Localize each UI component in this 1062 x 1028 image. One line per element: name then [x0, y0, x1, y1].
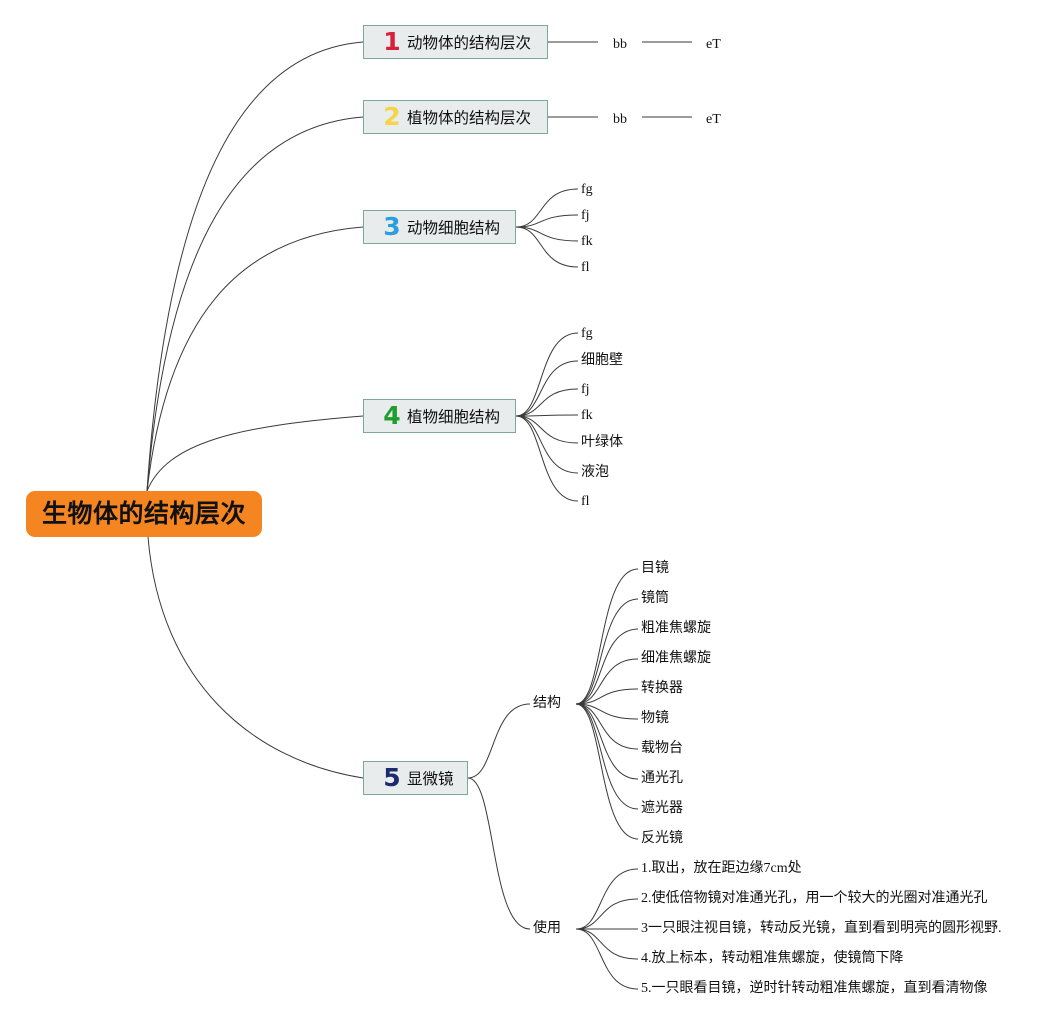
branch-5-label: 显微镜	[407, 770, 454, 788]
structure-item[interactable]: 遮光器	[641, 801, 683, 816]
branch-4-child[interactable]: fl	[581, 494, 590, 509]
number-3-icon: 3	[383, 212, 401, 241]
branch-1[interactable]: 1 动物体的结构层次	[363, 25, 548, 59]
structure-item[interactable]: 载物台	[641, 741, 683, 756]
branch-4-child[interactable]: fk	[581, 408, 593, 423]
root-link-4	[146, 415, 364, 492]
usage-step[interactable]: 5.一只眼看目镜，逆时针转动粗准焦螺旋，直到看清物像	[641, 981, 988, 996]
branch-3-child-link	[515, 226, 579, 268]
number-1-icon: 1	[383, 27, 401, 56]
branch-3-child[interactable]: fl	[581, 260, 590, 275]
branch-2-child[interactable]: bb	[613, 112, 627, 127]
branch-3-child-link	[515, 188, 579, 228]
number-5-icon: 5	[383, 763, 401, 792]
usage-link	[575, 928, 639, 960]
number-4-icon: 4	[383, 401, 401, 430]
branch-4[interactable]: 4 植物细胞结构	[363, 399, 516, 433]
branch-4-child[interactable]: 细胞壁	[581, 353, 623, 368]
branch-1-grandchild[interactable]: eT	[706, 37, 721, 52]
structure-link	[575, 568, 639, 705]
structure-item[interactable]: 细准焦螺旋	[641, 651, 711, 666]
structure-item[interactable]: 转换器	[641, 681, 683, 696]
structure-link	[575, 658, 639, 705]
usage-step[interactable]: 4.放上标本，转动粗准焦螺旋，使镜筒下降	[641, 951, 904, 966]
sub-topic-structure[interactable]: 结构	[533, 696, 561, 711]
branch-3-child[interactable]: fj	[581, 208, 590, 223]
structure-link	[575, 703, 639, 750]
branch-4-child[interactable]: fg	[581, 326, 593, 341]
root-link-3	[146, 226, 364, 492]
branch-5-sub-link	[467, 777, 531, 930]
branch-4-child-link	[515, 332, 579, 417]
branch-5-sub-link	[467, 703, 531, 779]
branch-2-label: 植物体的结构层次	[407, 109, 532, 127]
branch-3[interactable]: 3 动物细胞结构	[363, 210, 516, 244]
structure-link	[575, 703, 639, 840]
usage-step[interactable]: 1.取出，放在距边缘7cm处	[641, 861, 802, 876]
usage-link	[575, 898, 639, 930]
structure-link	[575, 703, 639, 720]
structure-item[interactable]: 粗准焦螺旋	[641, 621, 711, 636]
branch-4-child-link	[515, 415, 579, 502]
branch-4-child-link	[515, 414, 579, 417]
usage-link	[575, 928, 639, 990]
root-link-5	[147, 536, 364, 779]
branch-3-child-link	[515, 214, 579, 228]
branch-4-child[interactable]: fj	[581, 382, 590, 397]
branch-4-child[interactable]: 叶绿体	[581, 435, 623, 450]
branch-3-child[interactable]: fk	[581, 234, 593, 249]
branch-5[interactable]: 5 显微镜	[363, 761, 468, 795]
branch-4-child-link	[515, 360, 579, 417]
branch-3-child[interactable]: fg	[581, 182, 593, 197]
branch-4-child-link	[515, 415, 579, 474]
structure-item[interactable]: 目镜	[641, 561, 669, 576]
structure-item[interactable]: 反光镜	[641, 831, 683, 846]
structure-link	[575, 703, 639, 810]
root-link-2	[146, 116, 364, 492]
branch-4-child-link	[515, 415, 579, 444]
structure-item[interactable]: 镜筒	[641, 591, 669, 606]
structure-link	[575, 598, 639, 705]
branch-2-grandchild[interactable]: eT	[706, 112, 721, 127]
branch-4-label: 植物细胞结构	[407, 408, 501, 426]
root-link-1	[146, 41, 364, 492]
branch-2[interactable]: 2 植物体的结构层次	[363, 100, 548, 134]
branch-1-child[interactable]: bb	[613, 37, 627, 52]
structure-item[interactable]: 物镜	[641, 711, 669, 726]
structure-item[interactable]: 通光孔	[641, 771, 683, 786]
branch-1-label: 动物体的结构层次	[407, 34, 532, 52]
structure-link	[575, 688, 639, 705]
branch-3-label: 动物细胞结构	[407, 219, 501, 237]
branch-4-child-link	[515, 388, 579, 417]
branch-4-child[interactable]: 液泡	[581, 465, 609, 480]
number-2-icon: 2	[383, 102, 401, 131]
usage-step[interactable]: 3一只眼注视目镜，转动反光镜，直到看到明亮的圆形视野.	[641, 921, 1002, 936]
usage-link	[575, 868, 639, 930]
root-topic[interactable]: 生物体的结构层次	[26, 491, 262, 537]
sub-topic-usage[interactable]: 使用	[533, 921, 561, 936]
structure-link	[575, 703, 639, 780]
branch-3-child-link	[515, 226, 579, 242]
usage-step[interactable]: 2.使低倍物镜对准通光孔，用一个较大的光圈对准通光孔	[641, 891, 988, 906]
structure-link	[575, 628, 639, 705]
